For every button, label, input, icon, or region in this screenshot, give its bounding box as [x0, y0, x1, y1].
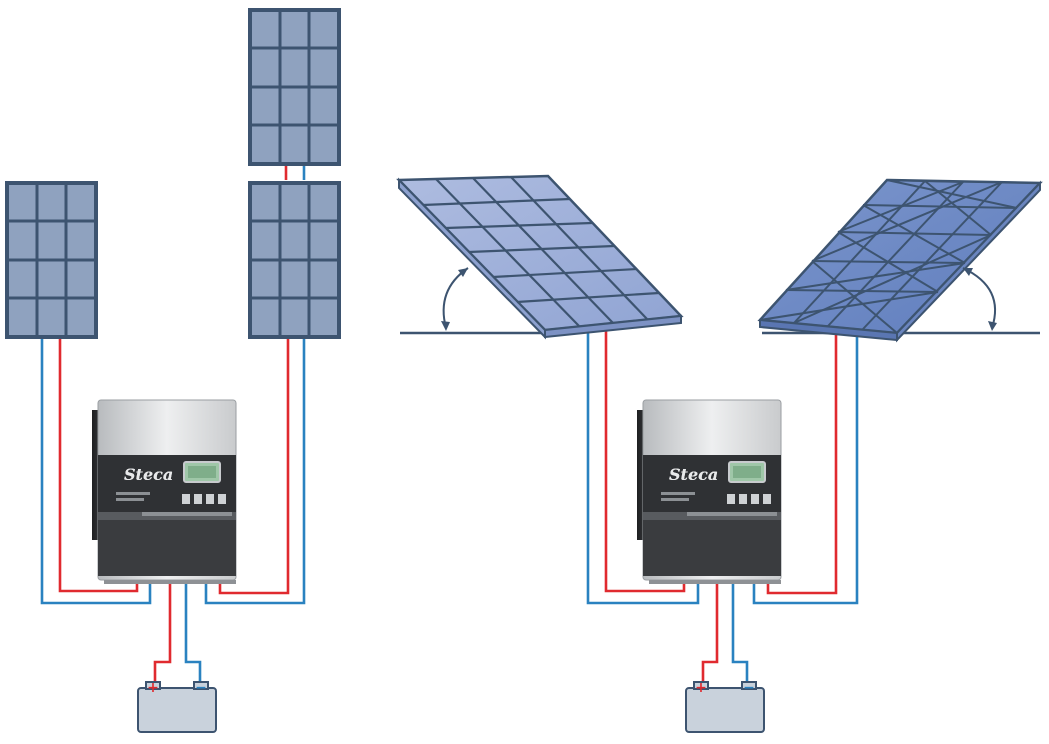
controller-logo-left: Steca: [124, 465, 173, 484]
battery-negative-label: −: [743, 680, 755, 696]
battery-left: + −: [137, 680, 217, 733]
tilt-angle-arrow-left: [441, 267, 469, 331]
battery-positive-label: +: [695, 680, 707, 696]
left-wiring: [40, 164, 306, 690]
solar-panel-left: [5, 181, 98, 339]
charge-controller-right: [636, 399, 782, 585]
solar-panel-tilted-right: [757, 178, 1043, 343]
solar-panel-top-lower: [248, 181, 341, 339]
battery-right: + −: [685, 680, 765, 733]
solar-panel-tilted-left: [396, 174, 684, 340]
charge-controller-left: [91, 399, 237, 585]
right-wiring: [586, 326, 859, 690]
tilt-angle-arrow-right: [962, 267, 997, 331]
battery-positive-label: +: [147, 680, 159, 696]
battery-negative-label: −: [195, 680, 207, 696]
controller-logo-right: Steca: [669, 465, 718, 484]
solar-panel-top-upper: [248, 8, 341, 166]
